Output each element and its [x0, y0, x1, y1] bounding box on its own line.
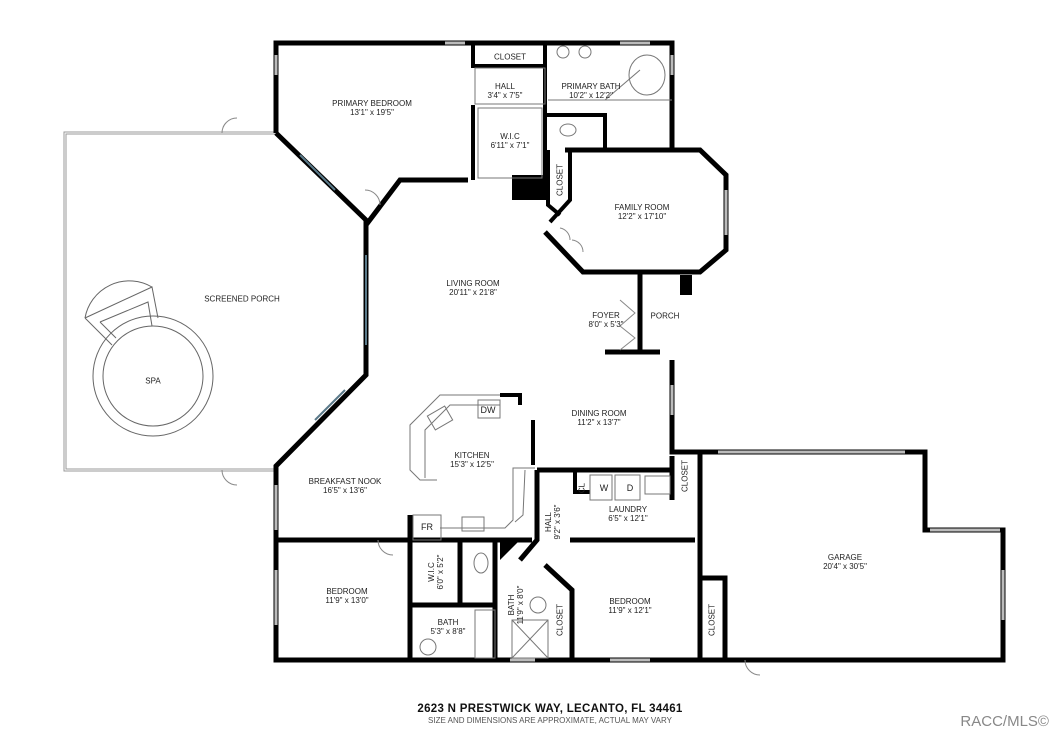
room-dimensions: 20'4" x 30'5": [823, 562, 867, 571]
room-name: SPA: [145, 376, 161, 386]
room-dimensions: 15'3" x 12'5": [450, 460, 494, 469]
room-name: SCREENED PORCH: [204, 294, 280, 304]
room-dimensions: 9'2" x 3'6": [553, 504, 562, 540]
room-name: BATH: [437, 618, 459, 627]
room-name: LAUNDRY: [608, 505, 648, 514]
room-dimensions: 5'3" x 8'8": [430, 627, 466, 636]
room-kitchen: KITCHEN 15'3" x 12'5": [450, 451, 494, 469]
exterior-walls: [273, 40, 1006, 663]
room-dimensions: 20'11" x 21'8": [449, 288, 497, 297]
spa-icon: [84, 280, 214, 437]
room-primary-bedroom: PRIMARY BEDROOM 13'1" x 19'5": [332, 99, 412, 117]
room-dimensions: 6'11" x 7'1": [490, 141, 530, 150]
room-name: BREAKFAST NOOK: [308, 477, 382, 486]
room-name: LIVING ROOM: [446, 279, 500, 288]
room-bath-mid: BATH 11'9" x 8'0": [507, 586, 525, 625]
room-name: DINING ROOM: [571, 409, 627, 418]
room-dimensions: 13'1" x 19'5": [350, 108, 394, 117]
room-foyer: FOYER 8'0" x 5'3": [589, 311, 624, 329]
room-name: HALL: [544, 511, 553, 533]
refrigerator-label: FR: [421, 522, 433, 532]
room-bedroom-left: BEDROOM 11'9" x 13'0": [325, 587, 368, 605]
room-dimensions: 16'5" x 13'6": [323, 486, 367, 495]
room-name: BEDROOM: [609, 597, 651, 606]
room-dining-room: DINING ROOM 11'2" x 13'7": [571, 409, 626, 427]
room-dimensions: 6'5" x 12'1": [608, 514, 648, 523]
mls-credit: RACC/MLS©: [960, 713, 1049, 730]
room-dimensions: 11'9" x 13'0": [325, 596, 369, 605]
room-bedroom-right: BEDROOM 11'9" x 12'1": [608, 597, 651, 615]
room-name: GARAGE: [827, 553, 863, 562]
room-family-room: FAMILY ROOM 12'2" x 17'10": [615, 203, 670, 221]
dryer-label: D: [626, 483, 634, 493]
door-swings: [221, 117, 761, 676]
room-bath-left: BATH 5'3" x 8'8": [431, 618, 466, 636]
dishwasher-label: DW: [480, 405, 496, 415]
windows: [274, 41, 1005, 662]
room-name: W.I.C: [427, 562, 436, 582]
room-closet-family: CLOSET: [556, 164, 565, 196]
room-name: HALL: [494, 82, 516, 91]
room-closet-garage: CLOSET: [708, 604, 717, 636]
room-dimensions: 6'0" x 5'2": [436, 554, 445, 590]
room-name: FOYER: [592, 311, 620, 320]
room-name: CLOSET: [493, 52, 527, 62]
room-hall-top: HALL 3'4" x 7'5": [488, 82, 523, 100]
fireplace-icon: [512, 175, 547, 200]
room-name: PRIMARY BEDROOM: [332, 99, 412, 108]
room-spa: SPA: [145, 377, 160, 386]
room-name: CLOSET: [555, 603, 565, 637]
room-hall-mid: HALL 9'2" x 3'6": [544, 505, 562, 540]
room-name: BEDROOM: [326, 587, 368, 596]
room-name: FAMILY ROOM: [614, 203, 670, 212]
property-address: 2623 N PRESTWICK WAY, LECANTO, FL 34461: [417, 703, 683, 715]
room-wic-left: W.I.C 6'0" x 5'2": [427, 555, 445, 590]
room-name: PORCH: [650, 311, 680, 321]
room-name: W.I.C: [500, 132, 520, 141]
room-porch: PORCH: [651, 312, 680, 321]
room-living-room: LIVING ROOM 20'11" x 21'8": [446, 279, 499, 297]
closet-cl-label: CL: [577, 482, 587, 494]
interior-walls: [408, 43, 607, 540]
room-dimensions: 12'2" x 17'10": [617, 212, 667, 221]
room-breakfast-nook: BREAKFAST NOOK 16'5" x 13'6": [309, 477, 382, 495]
room-name: CLOSET: [707, 603, 717, 637]
room-primary-bath: PRIMARY BATH 10'2" x 12'2": [561, 82, 620, 100]
room-dimensions: 11'9" x 12'1": [608, 606, 652, 615]
room-dimensions: 10'2" x 12'2": [569, 91, 613, 100]
room-dimensions: 3'4" x 7'5": [487, 91, 523, 100]
room-name: BATH: [507, 594, 516, 616]
room-closet-top: CLOSET: [494, 53, 526, 62]
room-name: CLOSET: [555, 163, 565, 197]
room-wic-primary: W.I.C 6'11" x 7'1": [491, 132, 530, 150]
room-dimensions: 11'2" x 13'7": [577, 418, 621, 427]
kitchen-counters: [409, 394, 671, 541]
room-name: PRIMARY BATH: [561, 82, 621, 91]
washer-label: W: [599, 483, 609, 493]
room-name: KITCHEN: [454, 451, 490, 460]
bath-fixtures: [419, 45, 672, 659]
room-dimensions: 11'9" x 8'0": [516, 585, 525, 625]
room-laundry: LAUNDRY 6'5" x 12'1": [608, 505, 647, 523]
room-screened-porch: SCREENED PORCH: [204, 295, 280, 304]
room-garage: GARAGE 20'4" x 30'5": [823, 553, 867, 571]
room-closet-laundry: CLOSET: [681, 460, 690, 492]
room-name: CLOSET: [680, 459, 690, 493]
room-dimensions: 8'0" x 5'3": [588, 320, 624, 329]
room-closet-bedroom-right: CLOSET: [556, 604, 565, 636]
disclaimer-text: SIZE AND DIMENSIONS ARE APPROXIMATE, ACT…: [428, 716, 672, 725]
